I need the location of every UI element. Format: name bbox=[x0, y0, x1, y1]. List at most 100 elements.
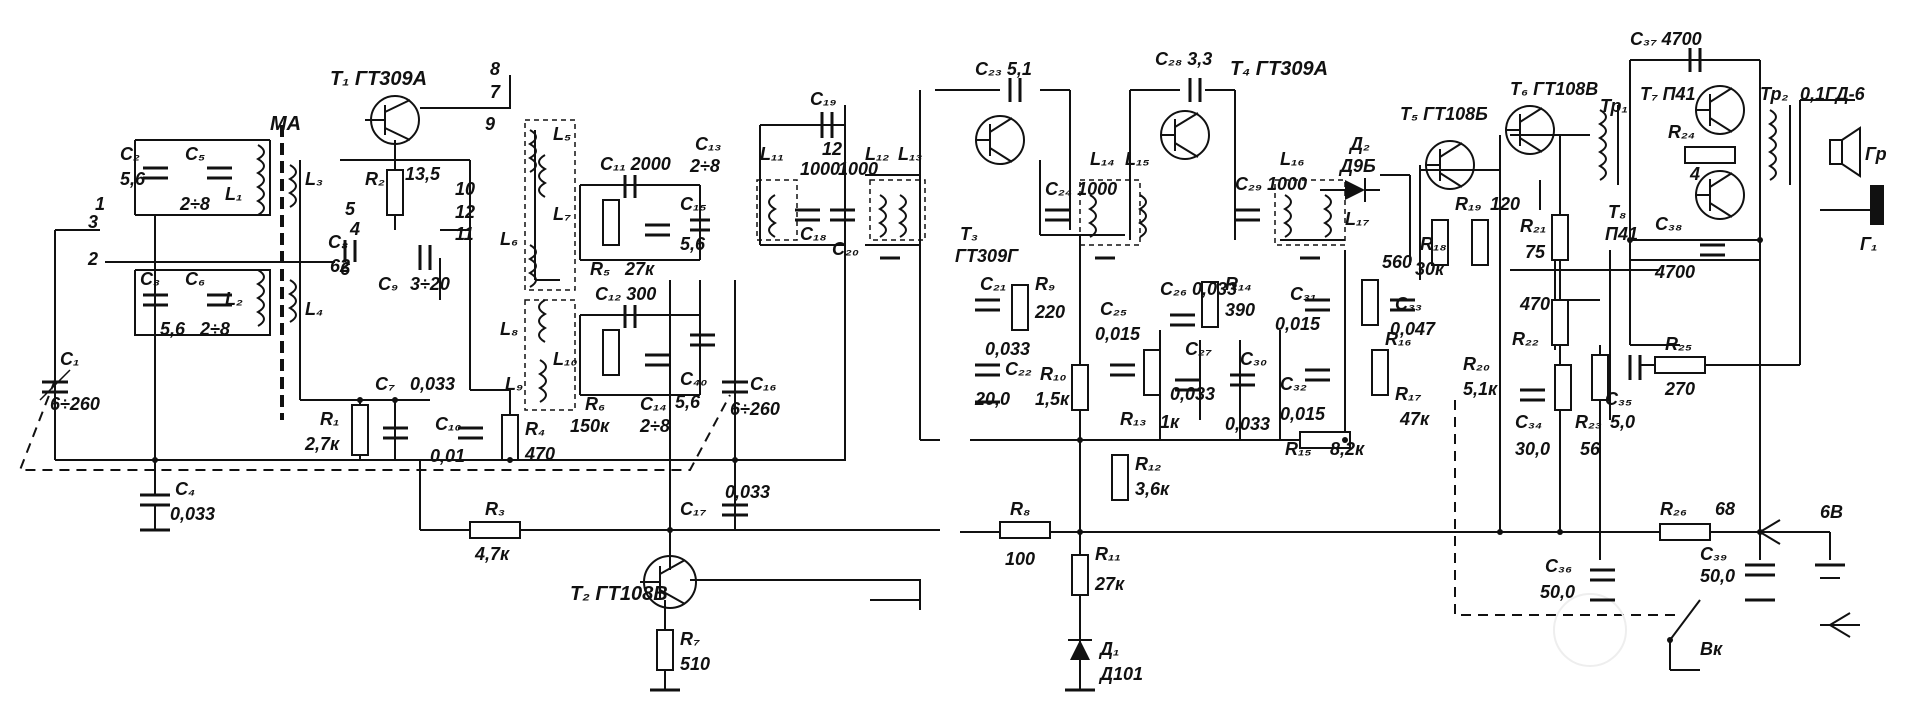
transistors bbox=[365, 85, 1745, 609]
label-r21: R₂₁ bbox=[1520, 216, 1546, 236]
pin-12: 12 bbox=[455, 202, 475, 222]
label-r24: R₂₄ bbox=[1668, 122, 1695, 142]
label-c21: C₂₁ bbox=[980, 274, 1006, 294]
label-c12: C₁₂ 300 bbox=[595, 284, 656, 304]
label-l1: L₁ bbox=[225, 184, 242, 204]
label-c20: C₂₀ bbox=[832, 239, 859, 259]
label-c27-value: 0,033 bbox=[1170, 384, 1215, 404]
label-c16-value: 6÷260 bbox=[730, 399, 780, 419]
label-r19-value: 120 bbox=[1490, 194, 1520, 214]
label-c19-value: 12 bbox=[822, 139, 842, 159]
pin-7: 7 bbox=[490, 82, 501, 102]
label-c19: C₁₉ bbox=[810, 89, 836, 109]
label-c10: C₁₀ bbox=[435, 414, 461, 434]
label-r26: R₂₆ bbox=[1660, 499, 1687, 519]
label-c4: C₄ bbox=[175, 479, 195, 499]
label-c32-value: 0,015 bbox=[1280, 404, 1326, 424]
label-c17: C₁₇ bbox=[680, 499, 706, 519]
label-c38-value: 4700 bbox=[1654, 262, 1695, 282]
label-c30: C₃₀ bbox=[1240, 349, 1267, 369]
label-l7: L₇ bbox=[553, 204, 571, 224]
label-r11-value: 27к bbox=[1094, 574, 1125, 594]
label-l6: L₆ bbox=[500, 229, 518, 249]
label-c13: C₁₃ bbox=[695, 134, 721, 154]
label-c33-value: 0,047 bbox=[1390, 319, 1436, 339]
pin-1: 1 bbox=[95, 194, 105, 214]
label-c34-value: 30,0 bbox=[1515, 439, 1550, 459]
label-c36-value: 50,0 bbox=[1540, 582, 1575, 602]
label-r23-value: 56 bbox=[1580, 439, 1601, 459]
pin-6: 6 bbox=[340, 259, 351, 279]
label-c22: C₂₂ bbox=[1005, 359, 1032, 379]
pin-3: 3 bbox=[88, 212, 98, 232]
pin-5: 5 bbox=[345, 199, 356, 219]
label-r4-value: 470 bbox=[524, 444, 555, 464]
label-r2: R₂ bbox=[365, 169, 385, 189]
label-l14: L₁₄ bbox=[1090, 149, 1115, 169]
label-c14-value: 2÷8 bbox=[639, 416, 670, 436]
label-c36: C₃₆ bbox=[1545, 556, 1572, 576]
label-tr1: Тр₁ bbox=[1600, 96, 1628, 116]
label-c2-value: 5,6 bbox=[120, 169, 146, 189]
label-magnetic-antenna: МА bbox=[270, 113, 301, 135]
label-r15-value: 8,2к bbox=[1330, 439, 1365, 459]
label-speaker-type: 0,1ГД-6 bbox=[1800, 84, 1866, 104]
pin-9: 9 bbox=[485, 114, 495, 134]
label-r17-value: 47к bbox=[1399, 409, 1430, 429]
label-r25-value: 270 bbox=[1664, 379, 1695, 399]
wiring-right bbox=[919, 59, 1880, 671]
label-c8-value: 62 bbox=[330, 256, 350, 276]
junction-dots bbox=[152, 237, 1763, 535]
label-l9: L₉ bbox=[505, 374, 523, 394]
label-c39-value: 50,0 bbox=[1700, 566, 1735, 586]
label-l4: L₄ bbox=[305, 299, 323, 319]
label-t1: T₁ ГТ309А bbox=[330, 68, 427, 90]
label-r13-value: 1к bbox=[1160, 412, 1180, 432]
label-c14: C₁₄ bbox=[640, 394, 667, 414]
label-r12: R₁₂ bbox=[1135, 454, 1161, 474]
label-c18-value: 1000 bbox=[800, 159, 840, 179]
label-r20-value: 5,1к bbox=[1463, 379, 1498, 399]
label-c11: C₁₁ 2000 bbox=[600, 154, 671, 174]
label-r4: R₄ bbox=[525, 419, 545, 439]
label-c8: C₈ bbox=[328, 232, 348, 252]
label-l2: L₂ bbox=[225, 289, 243, 309]
label-c6: C₆ bbox=[185, 269, 205, 289]
label-c3: C₃ bbox=[140, 269, 160, 289]
label-c23: C₂₃ 5,1 bbox=[975, 59, 1032, 79]
label-r8: R₈ bbox=[1010, 499, 1030, 519]
label-c26: C₂₆ 0,033 bbox=[1160, 279, 1237, 299]
label-r17: R₁₇ bbox=[1395, 384, 1421, 404]
label-c30-value: 0,033 bbox=[1225, 414, 1270, 434]
label-d1: Д₁ bbox=[1098, 639, 1119, 659]
label-l11: L₁₁ bbox=[760, 144, 784, 164]
label-c1-value: 6÷260 bbox=[50, 394, 100, 414]
label-c27: C₂₇ bbox=[1185, 339, 1212, 359]
label-c2: C₂ bbox=[120, 144, 140, 164]
label-c33: C₃₃ bbox=[1395, 294, 1422, 314]
label-t7: T₇ П41 bbox=[1640, 84, 1696, 104]
label-c25: C₂₅ bbox=[1100, 299, 1127, 319]
label-l16: L₁₆ bbox=[1280, 149, 1305, 169]
label-c31: C₃₁ bbox=[1290, 284, 1316, 304]
label-r1-value: 2,7к bbox=[304, 434, 340, 454]
label-c32: C₃₂ bbox=[1280, 374, 1307, 394]
label-l15: L₁₅ bbox=[1125, 149, 1149, 169]
wiring-left bbox=[18, 75, 940, 690]
label-l10: L₁₀ bbox=[553, 349, 577, 369]
label-r3-value: 4,7к bbox=[474, 544, 510, 564]
label-c4-value: 0,033 bbox=[170, 504, 215, 524]
label-d2-value: Д9Б bbox=[1338, 156, 1376, 176]
label-r14-value: 390 bbox=[1225, 300, 1255, 320]
label-r22: R₂₂ bbox=[1512, 329, 1539, 349]
label-r11: R₁₁ bbox=[1095, 544, 1121, 564]
label-r1: R₁ bbox=[320, 409, 339, 429]
label-t3a: T₃ bbox=[960, 224, 978, 244]
label-t4: T₄ ГТ309А bbox=[1230, 58, 1328, 80]
label-r10-value: 1,5к bbox=[1035, 389, 1070, 409]
label-t3b: ГТ309Г bbox=[955, 246, 1019, 266]
label-r23: R₂₃ bbox=[1575, 412, 1602, 432]
label-r19: R₁₉ bbox=[1455, 194, 1481, 214]
label-speaker: Гр bbox=[1865, 144, 1887, 164]
